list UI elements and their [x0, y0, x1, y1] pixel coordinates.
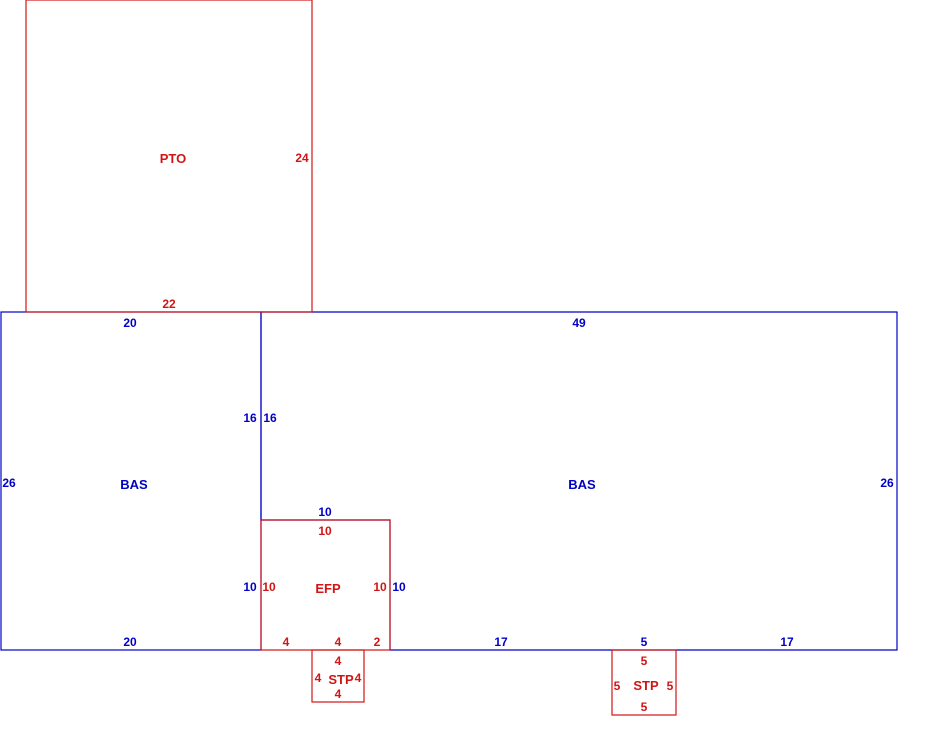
dim-stp1-bottom: 4: [335, 687, 342, 701]
area-label-bas-right: BAS: [568, 477, 596, 492]
dim-efp-right: 10: [373, 580, 387, 594]
dim-bas-bottom-b: 5: [641, 635, 648, 649]
dim-efp-bottom-c: 2: [374, 635, 381, 649]
area-label-stp-left: STP: [328, 672, 354, 687]
dim-bas-bottom-a: 17: [494, 635, 508, 649]
area-label-bas-left: BAS: [120, 477, 148, 492]
dim-pto-bottom: 22: [162, 297, 176, 311]
stp-right-outline: [611, 649, 677, 716]
dim-bas-notch-left: 10: [243, 580, 257, 594]
stp-left-outline: [311, 649, 365, 703]
dim-bas-right-top: 49: [572, 316, 586, 330]
dim-bas-notch-top: 10: [318, 505, 332, 519]
dim-bas-right-side: 26: [880, 476, 894, 490]
dim-stp2-right: 5: [667, 679, 674, 693]
dim-bas-left-bottom: 20: [123, 635, 137, 649]
dim-stp1-right: 4: [355, 671, 362, 685]
dim-stp1-top: 4: [335, 654, 342, 668]
dim-pto-right: 24: [295, 151, 309, 165]
dim-bas-notch-right: 10: [392, 580, 406, 594]
pto-outline: [25, 0, 313, 313]
dim-bas-left-top: 20: [123, 316, 137, 330]
dim-bas-left-side: 26: [2, 476, 16, 490]
dim-efp-bottom-b: 4: [335, 635, 342, 649]
area-label-pto: PTO: [160, 151, 187, 166]
dim-efp-left: 10: [262, 580, 276, 594]
area-label-efp: EFP: [315, 581, 341, 596]
dim-bas-right-inner: 16: [263, 411, 277, 425]
dim-bas-left-inner: 16: [243, 411, 257, 425]
dim-efp-top: 10: [318, 524, 332, 538]
dim-stp2-left: 5: [614, 679, 621, 693]
dim-efp-bottom-a: 4: [283, 635, 290, 649]
area-label-stp-right: STP: [633, 678, 659, 693]
dim-stp2-bottom: 5: [641, 700, 648, 714]
dim-stp1-left: 4: [315, 671, 322, 685]
dim-bas-bottom-c: 17: [780, 635, 794, 649]
dim-stp2-top: 5: [641, 654, 648, 668]
